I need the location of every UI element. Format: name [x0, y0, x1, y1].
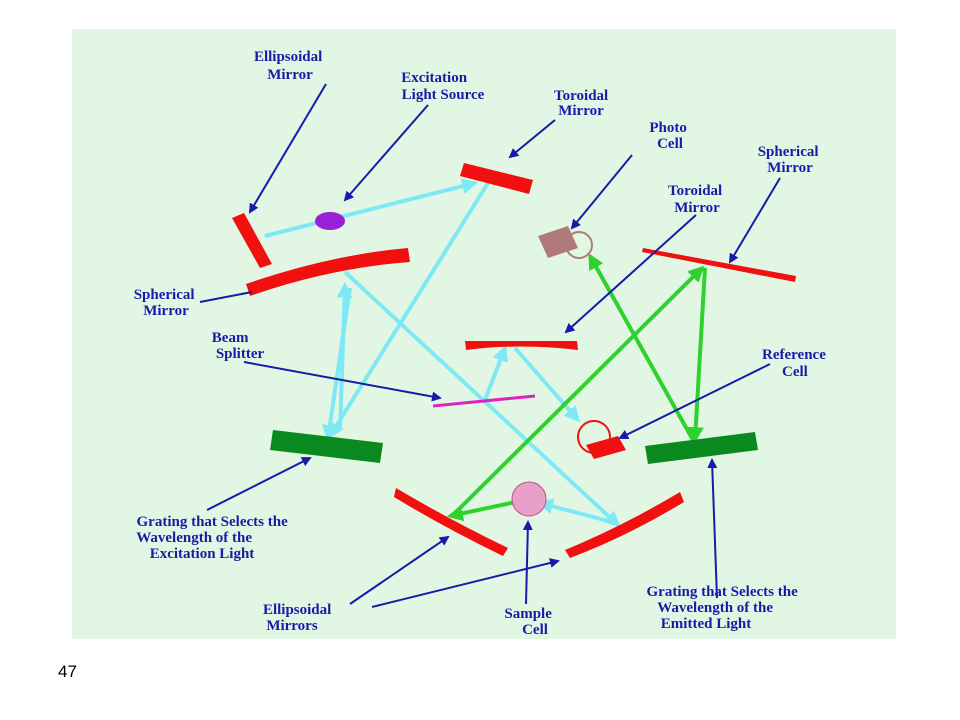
beam-grating-to-photocell [588, 253, 695, 441]
label-line: Sample [504, 606, 552, 622]
pointer-arrows [199, 83, 781, 608]
label-line: Mirror [267, 67, 313, 83]
beam-spherical-to-grating [321, 287, 352, 442]
label-toroidal-mirror-top: Toroidal Mirror [554, 88, 612, 119]
reference-cell [586, 436, 626, 459]
beam-spherical-to-grating [687, 267, 707, 444]
label-line: Spherical [134, 287, 195, 303]
label-line: Wavelength of the [136, 530, 252, 546]
label-line: Cell [522, 622, 548, 638]
label-toroidal-mirror-mid: Toroidal Mirror [668, 183, 726, 216]
page-number: 47 [58, 662, 77, 681]
label-line: Beam [212, 330, 249, 346]
spherical-mirror-right [642, 248, 796, 282]
pointer-grating-emission [707, 458, 718, 599]
pointer-sample-cell [522, 520, 533, 605]
toroidal-mirror-top [460, 163, 533, 194]
label-line: Emitted Light [661, 616, 751, 632]
beam-spherical-to-ellipsoidal [343, 270, 621, 528]
emission-beams [446, 253, 707, 522]
label-line: Photo [649, 120, 687, 136]
label-line: Excitation [401, 70, 467, 86]
pointer-toroidal-top [508, 119, 556, 159]
labels: Ellipsoidal Mirror Excitation Light Sour… [134, 49, 830, 638]
grating-excitation [270, 430, 383, 463]
label-line: Mirror [674, 200, 720, 216]
label-grating-excitation: Grating that Selects the Wavelength of t… [136, 514, 291, 562]
label-line: Light Source [402, 87, 485, 103]
label-line: Cell [782, 364, 808, 380]
label-line: Toroidal [668, 183, 722, 199]
pointer-reference-cell [618, 363, 771, 439]
pointer-ellipsoidal-mirror [248, 83, 327, 214]
toroidal-mirror-mid [465, 341, 578, 350]
label-line: Mirror [143, 303, 189, 319]
beam-toroidal-to-reference [513, 346, 581, 423]
label-line: Wavelength of the [657, 600, 773, 616]
beam-splitter [432, 394, 536, 408]
ellipsoidal-mirror-bottom-right [565, 492, 684, 558]
label-line: Grating that Selects the [137, 514, 289, 530]
label-line: Cell [657, 136, 683, 152]
beam-ellipsoidal-to-sample [536, 498, 613, 524]
sample-cell [511, 481, 547, 517]
pointer-toroidal-mid [564, 214, 697, 334]
label-line: Ellipsoidal [263, 602, 331, 618]
label-beam-splitter: Beam Splitter [212, 330, 265, 362]
label-line: Reference [762, 347, 826, 363]
beam-grating-to-spherical [336, 281, 353, 431]
label-grating-emission: Grating that Selects the Wavelength of t… [647, 584, 802, 632]
beam-toroidal-to-grating [328, 181, 490, 439]
label-line: Mirror [767, 160, 813, 176]
spherical-mirror-left [246, 248, 410, 296]
label-spherical-mirror-right: Spherical Mirror [758, 144, 823, 176]
pointer-beam-splitter [243, 361, 442, 402]
label-spherical-mirror-left: Spherical Mirror [134, 287, 199, 319]
pointer-spherical-left [199, 291, 253, 303]
label-line: Mirrors [266, 618, 318, 634]
label-reference-cell: Reference Cell [762, 347, 830, 380]
ellipsoidal-mirror [232, 213, 272, 268]
label-line: Excitation Light [150, 546, 255, 562]
label-line: Spherical [758, 144, 819, 160]
label-excitation-light-source: Excitation Light Source [401, 70, 484, 103]
label-photo-cell: Photo Cell [649, 120, 690, 152]
label-line: Toroidal [554, 88, 608, 104]
pointer-ellipsoidal-left [349, 535, 450, 605]
excitation-light-source [315, 212, 345, 230]
ellipsoidal-mirror-bottom-left [394, 488, 508, 556]
label-ellipsoidal-mirror: Ellipsoidal Mirror [254, 49, 326, 83]
pointer-spherical-right [728, 177, 781, 264]
photo-cell-window [565, 231, 593, 259]
pointer-light-source [343, 104, 429, 202]
beam-splitter-to-toroidal [483, 345, 508, 401]
pointer-grating-excitation [206, 457, 312, 511]
beam-source-to-toroidal [264, 178, 479, 238]
label-line: Mirror [558, 103, 604, 119]
beam-ellipsoidal-to-spherical [450, 265, 705, 518]
excitation-beams [264, 178, 621, 528]
pointer-photo-cell [570, 154, 633, 230]
label-line: Splitter [216, 346, 265, 362]
label-line: Ellipsoidal [254, 49, 322, 65]
label-line: Grating that Selects the [647, 584, 799, 600]
label-ellipsoidal-mirrors: Ellipsoidal Mirrors [263, 602, 335, 634]
components [232, 163, 796, 558]
grating-emission [645, 432, 758, 464]
label-sample-cell: Sample Cell [504, 606, 555, 638]
